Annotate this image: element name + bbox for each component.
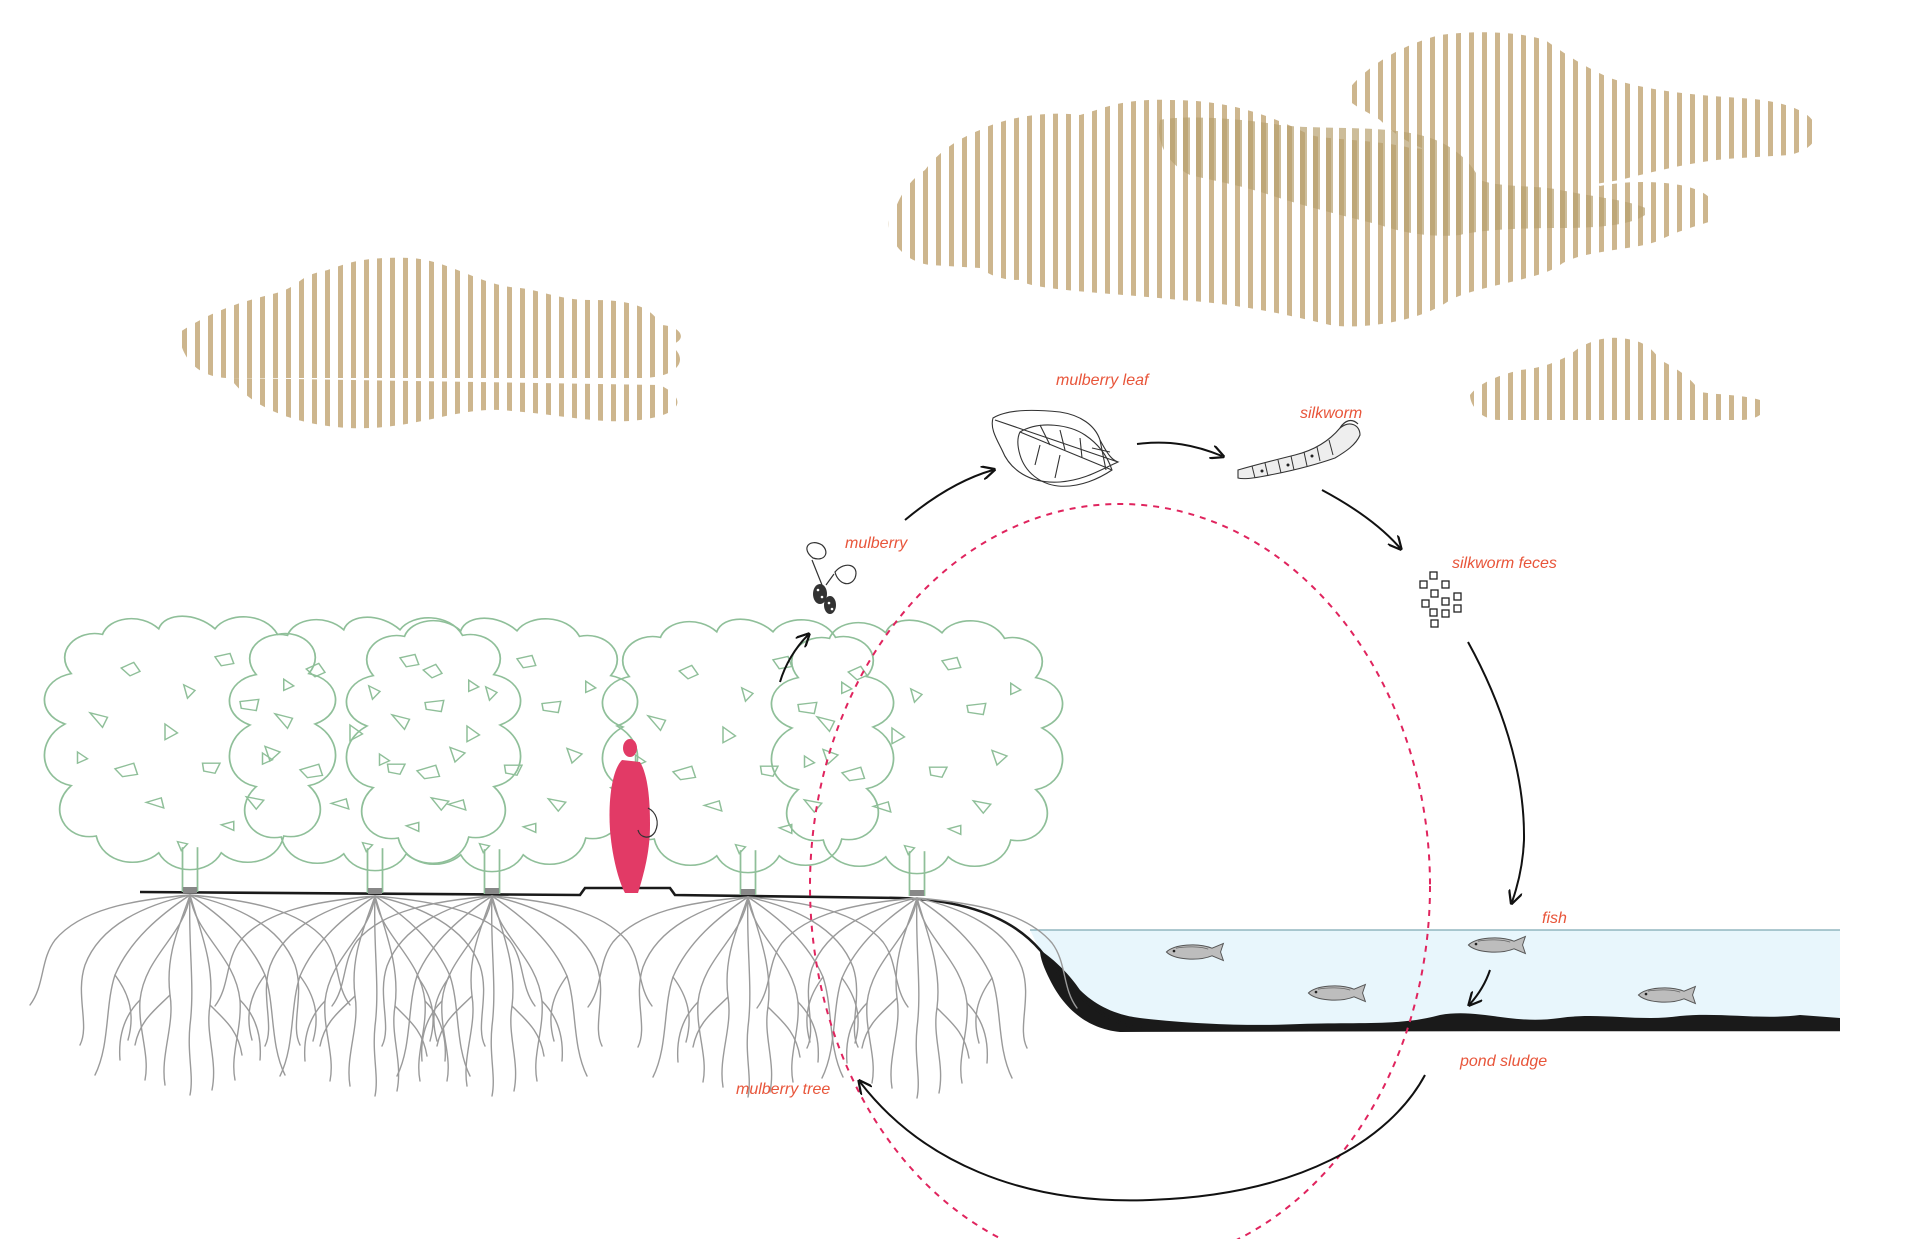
label-pond-sludge: pond sludge <box>1460 1053 1548 1070</box>
tree-icon <box>345 617 639 895</box>
leaf-icon <box>991 409 1120 487</box>
tree-icon <box>770 619 1064 897</box>
pond-water <box>1030 929 1840 1030</box>
tree-icon <box>43 615 337 893</box>
roots <box>29 894 1078 1099</box>
cloud-icon <box>1159 117 1650 236</box>
silkworm-icon <box>1237 419 1361 480</box>
cloud-icon <box>1470 337 1764 420</box>
feces-icon <box>1419 571 1462 628</box>
cloud-icon <box>1345 32 1817 191</box>
cycle-circle <box>809 503 1431 1244</box>
label-mulberry-tree: mulberry tree <box>736 1081 831 1098</box>
label-silkworm: silkworm <box>1300 405 1363 422</box>
cycle-arrows <box>779 441 1526 1202</box>
mulberry-icon <box>806 542 857 614</box>
person-icon <box>609 739 658 893</box>
label-mulberry-leaf: mulberry leaf <box>1056 372 1149 389</box>
tree-icon <box>228 616 522 894</box>
label-mulberry: mulberry <box>845 535 908 552</box>
cloud-icon <box>888 99 1716 327</box>
label-fish: fish <box>1542 910 1567 927</box>
trunk-bases <box>183 887 924 896</box>
label-silkworm-feces: silkworm feces <box>1452 555 1557 572</box>
cloud-icon <box>179 257 681 429</box>
